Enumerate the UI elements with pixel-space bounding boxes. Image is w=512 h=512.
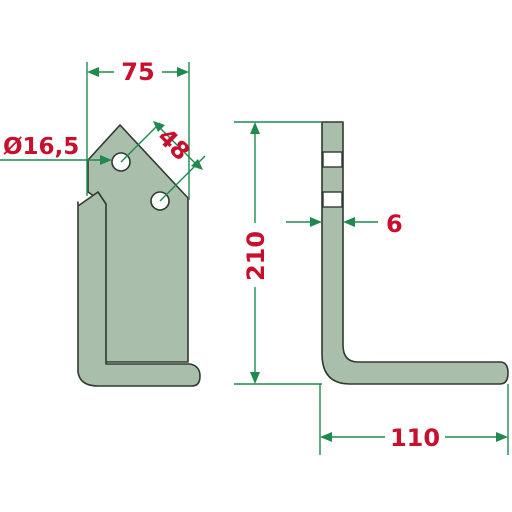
thickness-label: 6 (386, 210, 403, 238)
dimension-hole-diameter: Ø16,5 (0, 134, 112, 165)
dimension-thickness: 6 (286, 210, 403, 238)
slot-upper (322, 151, 343, 168)
side-profile (321, 121, 509, 385)
dimension-foot-length: 110 (319, 384, 509, 455)
dimension-height: 210 (234, 121, 322, 385)
foot-length-label: 110 (390, 424, 440, 452)
slot-lower (322, 191, 343, 208)
height-label: 210 (242, 231, 270, 281)
width-label: 75 (121, 58, 154, 86)
front-view (77, 124, 201, 387)
hole-diameter-label: Ø16,5 (3, 134, 79, 160)
side-view (321, 121, 509, 385)
dimension-width: 75 (86, 58, 190, 200)
blade-curved-edge (77, 191, 201, 387)
